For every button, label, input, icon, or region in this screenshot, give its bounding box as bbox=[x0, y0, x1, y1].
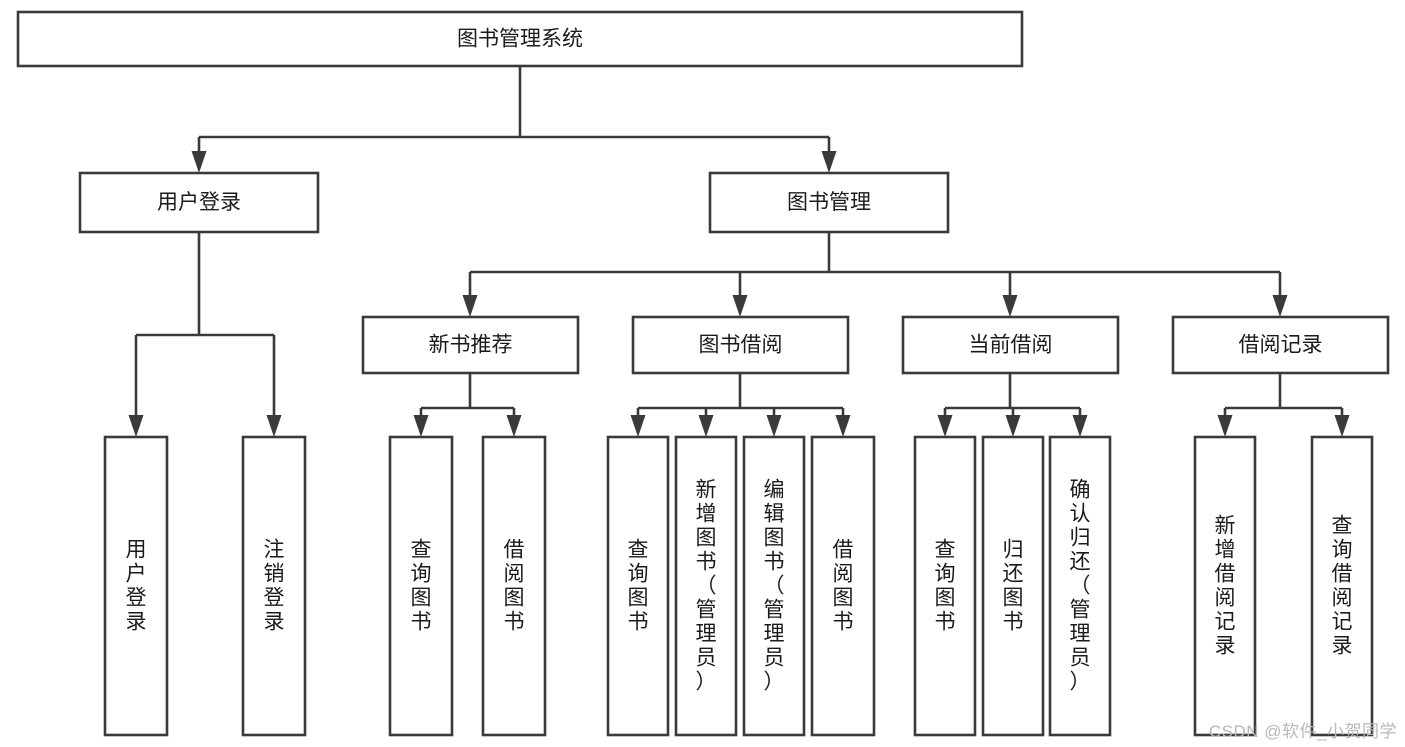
arrow-head-icon bbox=[506, 415, 522, 437]
node-box[interactable] bbox=[742, 435, 806, 737]
node-borrow-record[interactable]: 借阅记录 bbox=[1171, 315, 1390, 375]
connector-book-borrow bbox=[630, 373, 851, 437]
node-label: 新书推荐 bbox=[429, 334, 513, 357]
node-new-book-recommend[interactable]: 新书推荐 bbox=[361, 315, 580, 375]
arrow-head-icon bbox=[937, 415, 953, 437]
node-box[interactable] bbox=[810, 435, 876, 737]
node-leaf-edit-book-admin[interactable]: 编辑图书（管理员） bbox=[742, 435, 806, 737]
node-box[interactable] bbox=[241, 435, 307, 737]
node-label: 借阅图书 bbox=[504, 539, 525, 634]
node-box[interactable] bbox=[16, 10, 1024, 68]
connector-user-login bbox=[128, 232, 282, 437]
arrow-head-icon bbox=[413, 415, 429, 437]
node-box[interactable] bbox=[674, 435, 738, 737]
node-label: 编辑图书（管理员） bbox=[764, 479, 785, 694]
node-box[interactable] bbox=[708, 171, 950, 234]
arrow-head-icon bbox=[1334, 415, 1350, 437]
node-leaf-add-book-admin[interactable]: 新增图书（管理员） bbox=[674, 435, 738, 737]
node-label: 新增借阅记录 bbox=[1215, 515, 1236, 658]
connector-root bbox=[191, 66, 837, 173]
node-label: 图书管理 bbox=[787, 191, 871, 214]
arrow-head-icon bbox=[1072, 415, 1088, 437]
arrow-head-icon bbox=[766, 415, 782, 437]
arrow-head-icon bbox=[630, 415, 646, 437]
node-box[interactable] bbox=[481, 435, 547, 737]
arrow-head-icon bbox=[462, 295, 478, 317]
arrow-head-icon bbox=[1005, 415, 1021, 437]
node-label: 用户登录 bbox=[157, 191, 241, 214]
node-label: 借阅记录 bbox=[1239, 334, 1323, 357]
arrow-head-icon bbox=[191, 151, 207, 173]
node-leaf-return-book[interactable]: 归还图书 bbox=[981, 435, 1045, 737]
node-label: 借阅图书 bbox=[833, 539, 854, 634]
node-book-borrow[interactable]: 图书借阅 bbox=[631, 315, 850, 375]
node-label: 图书借阅 bbox=[699, 334, 783, 357]
connector-book-manage bbox=[462, 232, 1288, 317]
arrow-head-icon bbox=[821, 151, 837, 173]
node-box[interactable] bbox=[361, 315, 580, 375]
node-current-borrow[interactable]: 当前借阅 bbox=[901, 315, 1120, 375]
node-label: 图书管理系统 bbox=[457, 28, 583, 51]
node-box[interactable] bbox=[631, 315, 850, 375]
connector-borrow-record bbox=[1217, 373, 1350, 437]
node-root[interactable]: 图书管理系统 bbox=[16, 10, 1024, 68]
node-leaf-user-logout[interactable]: 注销登录 bbox=[241, 435, 307, 737]
node-user-login[interactable]: 用户登录 bbox=[78, 171, 320, 234]
node-leaf-query-book-3[interactable]: 查询图书 bbox=[913, 435, 977, 737]
node-leaf-confirm-return-admin[interactable]: 确认归还（管理员） bbox=[1048, 435, 1112, 737]
node-label: 查询借阅记录 bbox=[1332, 515, 1353, 658]
node-box[interactable] bbox=[981, 435, 1045, 737]
node-box[interactable] bbox=[103, 435, 169, 737]
arrow-head-icon bbox=[698, 415, 714, 437]
arrow-head-icon bbox=[128, 415, 144, 437]
arrow-head-icon bbox=[835, 415, 851, 437]
arrow-head-icon bbox=[732, 295, 748, 317]
node-label: 当前借阅 bbox=[969, 334, 1053, 357]
node-box[interactable] bbox=[388, 435, 454, 737]
node-label: 归还图书 bbox=[1003, 539, 1024, 634]
node-leaf-query-borrow-record[interactable]: 查询借阅记录 bbox=[1310, 435, 1374, 737]
node-box[interactable] bbox=[1171, 315, 1390, 375]
node-box[interactable] bbox=[78, 171, 320, 234]
node-box[interactable] bbox=[1193, 435, 1257, 737]
node-label: 查询图书 bbox=[411, 539, 432, 634]
arrow-head-icon bbox=[1217, 415, 1233, 437]
arrow-head-icon bbox=[266, 415, 282, 437]
connector-current-borrow bbox=[937, 373, 1088, 437]
node-label: 确认归还（管理员） bbox=[1070, 479, 1091, 694]
node-box[interactable] bbox=[1048, 435, 1112, 737]
node-label: 新增图书（管理员） bbox=[696, 479, 717, 694]
node-box[interactable] bbox=[913, 435, 977, 737]
node-leaf-user-login[interactable]: 用户登录 bbox=[103, 435, 169, 737]
node-label: 查询图书 bbox=[935, 539, 956, 634]
node-leaf-add-borrow-record[interactable]: 新增借阅记录 bbox=[1193, 435, 1257, 737]
node-box[interactable] bbox=[1310, 435, 1374, 737]
connector-new-book-recommend bbox=[413, 373, 522, 437]
arrow-head-icon bbox=[1272, 295, 1288, 317]
node-leaf-borrow-book-2[interactable]: 借阅图书 bbox=[810, 435, 876, 737]
node-leaf-query-book-2[interactable]: 查询图书 bbox=[606, 435, 670, 737]
node-label: 注销登录 bbox=[264, 539, 285, 634]
node-label: 用户登录 bbox=[126, 539, 147, 634]
arrow-head-icon bbox=[1002, 295, 1018, 317]
node-box[interactable] bbox=[901, 315, 1120, 375]
node-leaf-borrow-book-1[interactable]: 借阅图书 bbox=[481, 435, 547, 737]
node-book-manage[interactable]: 图书管理 bbox=[708, 171, 950, 234]
node-label: 查询图书 bbox=[628, 539, 649, 634]
node-box[interactable] bbox=[606, 435, 670, 737]
node-leaf-query-book-1[interactable]: 查询图书 bbox=[388, 435, 454, 737]
